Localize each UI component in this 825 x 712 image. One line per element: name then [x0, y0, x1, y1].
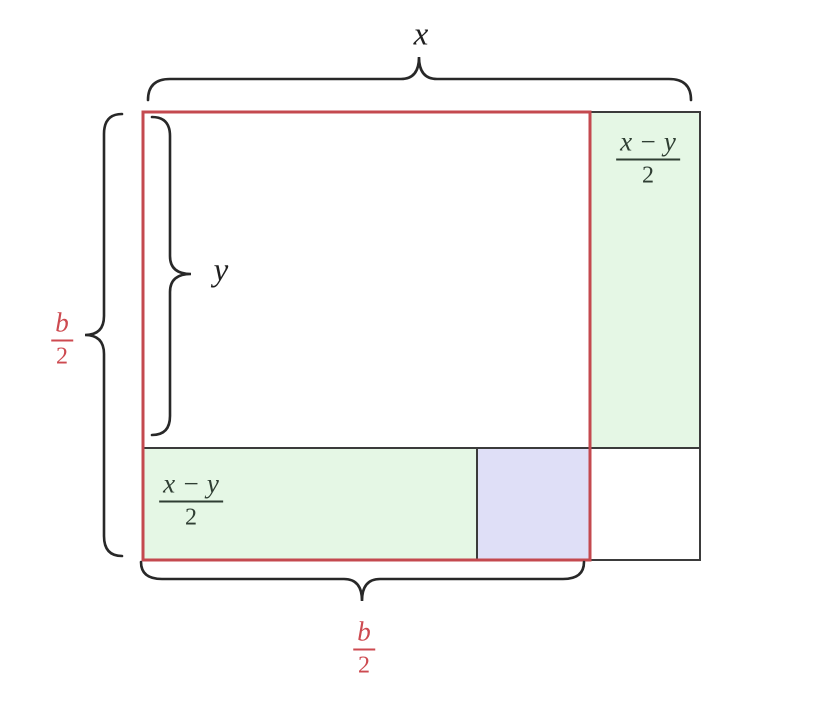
fraction-bar: [353, 648, 375, 651]
fraction-denominator: 2: [358, 652, 370, 679]
red-square-outline: [141, 110, 592, 562]
right-column-region: [589, 111, 701, 449]
left-brace: [84, 112, 124, 558]
small-square-region: [476, 447, 591, 561]
inner-y-brace: [150, 115, 192, 437]
fraction-numerator: x − y: [620, 126, 676, 157]
fraction-bar: [159, 500, 223, 503]
fraction-numerator: b: [55, 307, 69, 338]
top-width-label: x: [413, 16, 429, 53]
bottom-width-label: b 2: [353, 616, 375, 679]
fraction-denominator: 2: [642, 162, 654, 189]
right-column-label: x − y 2: [616, 126, 680, 189]
bottom-right-region: [589, 447, 701, 561]
left-height-label: b 2: [51, 307, 73, 370]
fraction-numerator: b: [357, 616, 371, 647]
bottom-strip-label: x − y 2: [159, 468, 223, 531]
inner-height-label: y: [213, 252, 229, 289]
fraction-bar: [51, 339, 73, 342]
top-brace: [146, 56, 693, 102]
fraction-denominator: 2: [56, 343, 68, 370]
fraction-denominator: 2: [185, 504, 197, 531]
fraction-bar: [616, 158, 680, 161]
fraction-numerator: x − y: [163, 468, 219, 499]
bottom-brace: [139, 560, 586, 602]
